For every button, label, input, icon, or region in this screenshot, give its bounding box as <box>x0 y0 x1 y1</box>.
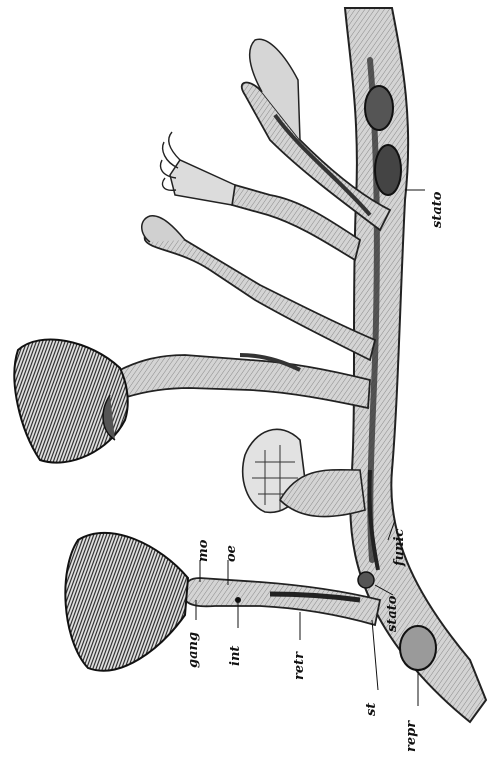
label-gang: gang <box>186 632 201 668</box>
branch-upper-extended <box>161 132 360 260</box>
branch-middle-extended <box>14 340 370 463</box>
label-int: int <box>228 646 243 666</box>
branch-lower-extended <box>65 533 380 671</box>
reproductive-body <box>400 626 436 670</box>
statoblast-lower <box>358 572 374 588</box>
label-retr: retr <box>292 652 307 680</box>
label-funic: funic <box>392 529 407 566</box>
statoblast-upper-1 <box>365 86 393 130</box>
label-stato-lower: stato <box>385 596 400 632</box>
bud-cluster <box>243 429 365 516</box>
label-oe: oe <box>224 545 239 562</box>
lophophore-upper <box>14 340 127 463</box>
label-st: st <box>364 703 379 716</box>
statoblast-upper-2 <box>375 145 401 195</box>
label-repr: repr <box>404 721 419 752</box>
label-mo: mo <box>196 540 211 562</box>
lophophore-lower <box>65 533 188 671</box>
label-stato-upper: stato <box>430 192 445 228</box>
